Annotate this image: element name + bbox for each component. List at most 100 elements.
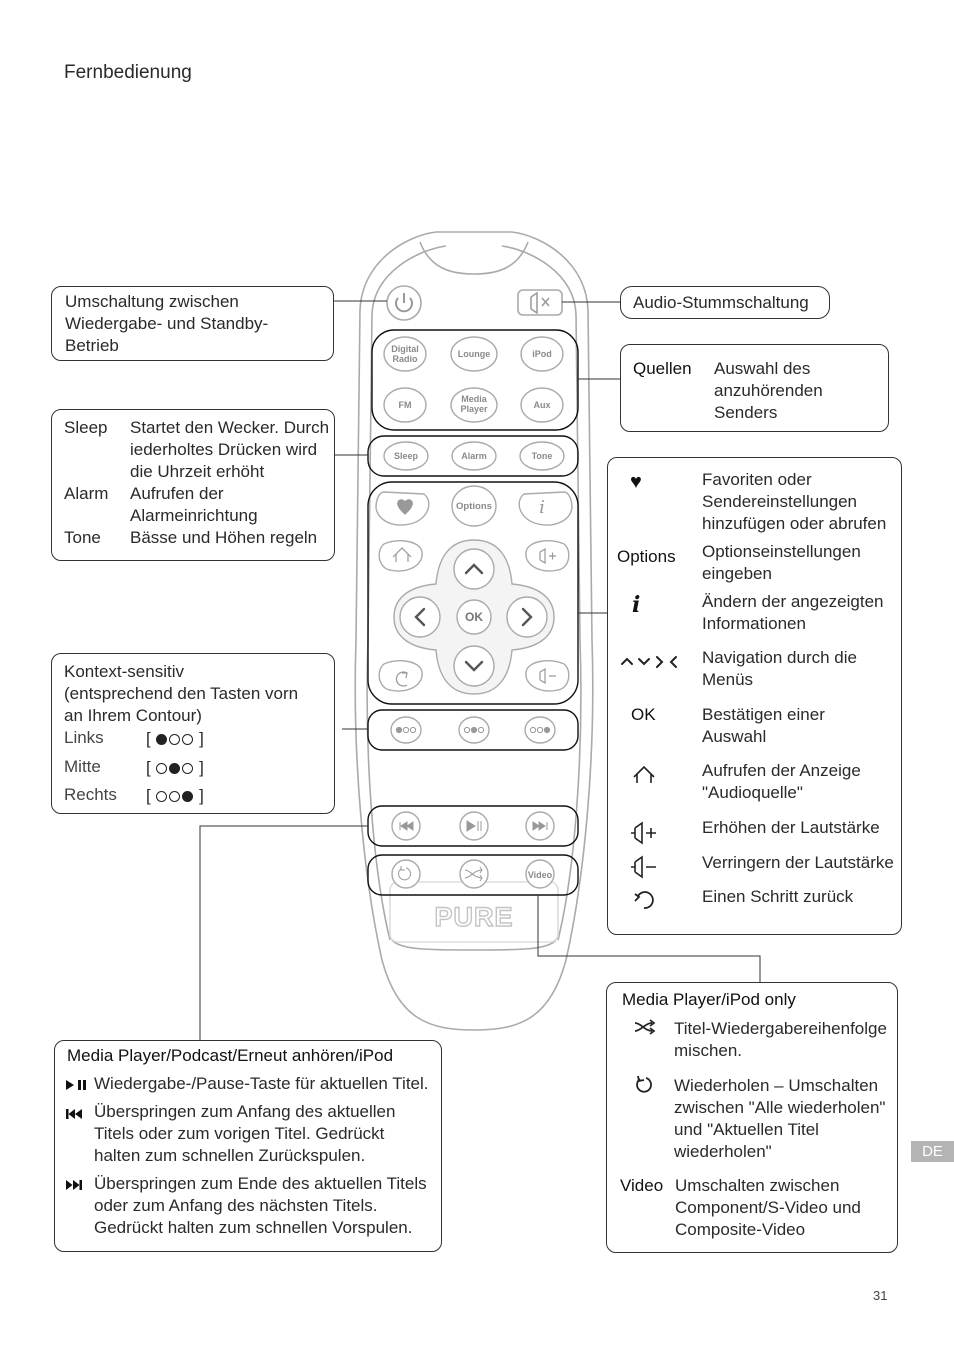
back-icon bbox=[634, 891, 654, 909]
ipod-shuffle-desc-1: Titel-Wiedergabereihenfolge bbox=[674, 1019, 887, 1038]
context-title: Kontext-sensitiv bbox=[64, 662, 184, 681]
source-button-fm: FM bbox=[399, 400, 412, 410]
navigation-description-box: ♥ Favoriten oder Sendereinstellungen hin… bbox=[607, 457, 902, 935]
sleep-button: Sleep bbox=[394, 451, 419, 461]
navigation-arrows-icon bbox=[621, 656, 677, 668]
alarm-button: Alarm bbox=[461, 451, 487, 461]
remote-body bbox=[354, 231, 594, 1031]
media-next-desc-1: Überspringen zum Ende des aktuellen Tite… bbox=[94, 1174, 427, 1193]
nav-heart-desc-2: Sendereinstellungen bbox=[702, 492, 858, 511]
nav-volup-desc-1: Erhöhen der Lautstärke bbox=[702, 818, 880, 837]
ipod-video-desc-1: Umschalten zwischen bbox=[675, 1176, 840, 1195]
sources-description-box: Quellen Auswahl des anzuhörenden Senders bbox=[620, 344, 889, 432]
previous-icon bbox=[66, 1109, 82, 1119]
mute-icon bbox=[530, 291, 550, 315]
function-description-box: Sleep Startet den Wecker. Durch iederhol… bbox=[51, 409, 335, 561]
ipod-description-box: Media Player/iPod only Titel-Wiedergaber… bbox=[606, 982, 898, 1253]
page-number: 31 bbox=[873, 1288, 888, 1303]
tone-desc-1: Bässe und Höhen regeln bbox=[130, 528, 318, 547]
power-line-1: Umschaltung zwischen bbox=[65, 292, 239, 311]
nav-ok-desc-1: Bestätigen einer bbox=[702, 705, 825, 724]
nav-arrows-desc-1: Navigation durch die bbox=[702, 648, 857, 667]
svg-text:i: i bbox=[539, 497, 545, 518]
sources-label: Quellen bbox=[633, 359, 692, 378]
media-title: Media Player/Podcast/Erneut anhören/iPod bbox=[67, 1046, 394, 1065]
volume-down-icon bbox=[631, 855, 656, 879]
sleep-desc-1: Startet den Wecker. Durch bbox=[130, 418, 330, 437]
nav-options-desc-2: eingeben bbox=[702, 564, 772, 583]
alarm-desc-2: Alarmeinrichtung bbox=[130, 506, 258, 525]
nav-arrows-desc-2: Menüs bbox=[702, 670, 754, 689]
nav-heart-desc-1: Favoriten oder bbox=[702, 470, 812, 489]
context-subtitle-2: an Ihrem Contour) bbox=[64, 706, 202, 725]
media-next-desc-2: oder zum Anfang des nächsten Titels. bbox=[94, 1196, 378, 1215]
nav-home-desc-1: Aufrufen der Anzeige bbox=[702, 761, 861, 780]
sleep-desc-3: die Uhrzeit erhöht bbox=[130, 462, 265, 481]
ipod-repeat-desc-1: Wiederholen – Umschalten bbox=[674, 1076, 879, 1095]
info-icon: i bbox=[632, 592, 641, 618]
sleep-desc-2: iederholtes Drücken wird bbox=[130, 440, 318, 459]
nav-heart-desc-3: hinzufügen oder abrufen bbox=[702, 514, 887, 533]
options-button: Options bbox=[456, 501, 492, 512]
sources-desc-2: anzuhörenden bbox=[714, 381, 823, 400]
alarm-label: Alarm bbox=[64, 484, 109, 503]
language-tab: DE bbox=[911, 1141, 954, 1162]
ipod-video-desc-3: Composite-Video bbox=[675, 1220, 806, 1239]
power-description-box: Umschaltung zwischen Wiedergabe- und Sta… bbox=[51, 286, 334, 361]
ok-button: OK bbox=[465, 610, 483, 624]
nav-info-desc-2: Informationen bbox=[702, 614, 806, 633]
context-group-frame bbox=[367, 709, 579, 751]
context-subtitle-1: (entsprechend den Tasten vorn bbox=[64, 684, 299, 703]
svg-text:Radio: Radio bbox=[392, 354, 418, 364]
volume-up-icon bbox=[631, 821, 656, 845]
nav-home-desc-2: "Audioquelle" bbox=[702, 783, 803, 802]
alarm-desc-1: Aufrufen der bbox=[130, 484, 224, 503]
sleep-label: Sleep bbox=[64, 418, 108, 437]
ipod-repeat-desc-4: wiederholen" bbox=[674, 1142, 772, 1161]
source-button-lounge: Lounge bbox=[458, 349, 491, 359]
media-description-box: Media Player/Podcast/Erneut anhören/iPod… bbox=[54, 1040, 442, 1252]
ok-label: OK bbox=[631, 705, 656, 724]
ipod-repeat-desc-3: und "Aktuellen Titel bbox=[674, 1120, 819, 1139]
play-pause-icon bbox=[66, 1080, 86, 1090]
ipod-video-desc-2: Component/S-Video und bbox=[675, 1198, 861, 1217]
media-prev-desc-2: Titels oder zum vorigen Titel. Gedrückt bbox=[94, 1124, 385, 1143]
context-description-box: Kontext-sensitiv (entsprechend den Taste… bbox=[51, 653, 335, 814]
context-right-label: Rechts bbox=[64, 785, 117, 804]
options-label: Options bbox=[617, 547, 676, 566]
home-icon bbox=[633, 765, 655, 783]
svg-text:Player: Player bbox=[460, 404, 488, 414]
source-button-ipod: iPod bbox=[532, 349, 552, 359]
function-group-frame bbox=[367, 435, 579, 477]
ipod-title: Media Player/iPod only bbox=[622, 990, 796, 1009]
nav-info-desc-1: Ändern der angezeigten bbox=[702, 592, 884, 611]
mute-text: Audio-Stummschaltung bbox=[633, 293, 809, 312]
source-button-aux: Aux bbox=[533, 400, 550, 410]
playmode-group-frame bbox=[367, 854, 579, 896]
nav-ok-desc-2: Auswahl bbox=[702, 727, 767, 746]
power-line-3: Betrieb bbox=[65, 336, 119, 355]
power-icon bbox=[395, 293, 413, 313]
page-title: Fernbedienung bbox=[64, 62, 192, 83]
repeat-icon bbox=[636, 1075, 652, 1093]
video-button: Video bbox=[528, 870, 553, 880]
context-middle-label: Mitte bbox=[64, 757, 101, 776]
media-prev-desc-1: Überspringen zum Anfang des aktuellen bbox=[94, 1102, 396, 1121]
tone-label: Tone bbox=[64, 528, 101, 547]
context-middle-pattern: [ ] bbox=[146, 758, 204, 777]
media-prev-desc-3: halten zum schnellen Zurückspulen. bbox=[94, 1146, 366, 1165]
nav-back-desc-1: Einen Schritt zurück bbox=[702, 887, 854, 906]
navigation-group-frame bbox=[367, 481, 579, 705]
sources-group-frame bbox=[371, 329, 579, 431]
nav-voldown-desc-1: Verringern der Lautstärke bbox=[702, 853, 894, 872]
context-right-pattern: [ ] bbox=[146, 786, 204, 805]
ipod-shuffle-desc-2: mischen. bbox=[674, 1041, 743, 1060]
power-line-2: Wiedergabe- und Standby- bbox=[65, 314, 269, 333]
mute-description-box: Audio-Stummschaltung bbox=[620, 286, 830, 319]
source-button-media-player: Media bbox=[461, 394, 488, 404]
tone-button: Tone bbox=[532, 451, 553, 461]
nav-options-desc-1: Optionseinstellungen bbox=[702, 542, 861, 561]
shuffle-icon bbox=[634, 1019, 656, 1035]
ipod-repeat-desc-2: zwischen "Alle wiederholen" bbox=[674, 1098, 886, 1117]
